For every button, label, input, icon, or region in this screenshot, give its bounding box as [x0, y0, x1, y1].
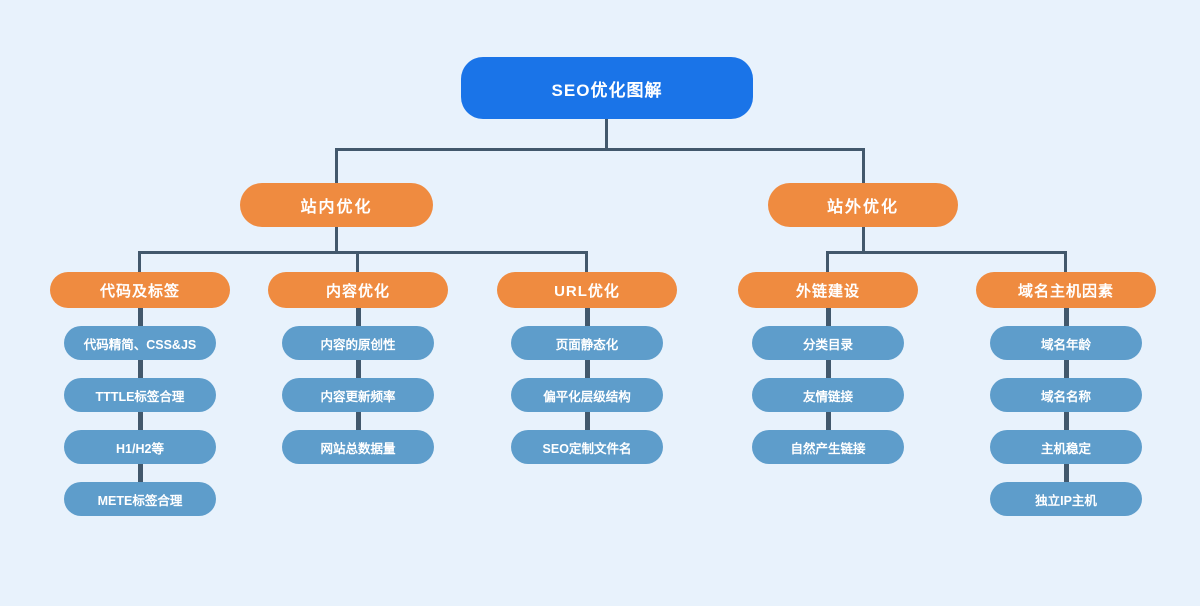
tree-item: SEO定制文件名 — [511, 430, 663, 464]
tree-item: 代码精简、CSS&JS — [64, 326, 216, 360]
root-node: SEO优化图解 — [461, 57, 753, 119]
tree-item: TTTLE标签合理 — [64, 378, 216, 412]
branch-node-onsite: 站内优化 — [240, 183, 433, 227]
tree-item: 网站总数据量 — [282, 430, 434, 464]
connector-drop-offsite — [862, 148, 865, 183]
group-header-domain-host: 域名主机因素 — [976, 272, 1156, 308]
tree-item: 自然产生链接 — [752, 430, 904, 464]
connector-item-link — [584, 308, 590, 326]
connector-item-link — [137, 412, 143, 430]
group-header-content: 内容优化 — [268, 272, 448, 308]
connector-offsite-vertical — [862, 227, 865, 254]
connector-onsite-bus — [138, 251, 588, 254]
tree-column-domain-host: 域名主机因素 域名年龄 域名名称 主机稳定 独立IP主机 — [956, 272, 1176, 516]
connector-item-link — [825, 412, 831, 430]
connector-drop-backlinks — [826, 251, 829, 272]
connector-item-link — [584, 412, 590, 430]
connector-item-link — [355, 412, 361, 430]
tree-item: 友情链接 — [752, 378, 904, 412]
tree-item: 内容更新频率 — [282, 378, 434, 412]
connector-item-link — [137, 308, 143, 326]
connector-drop-onsite — [335, 148, 338, 183]
connector-drop-domain-host — [1064, 251, 1067, 272]
connector-onsite-vertical — [335, 227, 338, 254]
connector-item-link — [137, 360, 143, 378]
connector-root-vertical — [605, 119, 608, 150]
connector-item-link — [825, 360, 831, 378]
connector-item-link — [355, 360, 361, 378]
group-header-code-tags: 代码及标签 — [50, 272, 230, 308]
tree-column-content: 内容优化 内容的原创性 内容更新频率 网站总数据量 — [248, 272, 468, 464]
tree-item: 页面静态化 — [511, 326, 663, 360]
connector-offsite-bus — [826, 251, 1066, 254]
tree-item: 主机稳定 — [990, 430, 1142, 464]
group-header-backlinks: 外链建设 — [738, 272, 918, 308]
tree-item: METE标签合理 — [64, 482, 216, 516]
tree-item: 域名年龄 — [990, 326, 1142, 360]
tree-column-backlinks: 外链建设 分类目录 友情链接 自然产生链接 — [718, 272, 938, 464]
connector-drop-url — [585, 251, 588, 272]
connector-item-link — [825, 308, 831, 326]
connector-level1-bus — [335, 148, 865, 151]
connector-drop-code-tags — [138, 251, 141, 272]
connector-item-link — [1063, 412, 1069, 430]
connector-item-link — [1063, 464, 1069, 482]
tree-item: 偏平化层级结构 — [511, 378, 663, 412]
tree-item: 独立IP主机 — [990, 482, 1142, 516]
connector-item-link — [584, 360, 590, 378]
connector-item-link — [355, 308, 361, 326]
connector-item-link — [137, 464, 143, 482]
tree-item: 域名名称 — [990, 378, 1142, 412]
tree-item: H1/H2等 — [64, 430, 216, 464]
tree-column-url: URL优化 页面静态化 偏平化层级结构 SEO定制文件名 — [477, 272, 697, 464]
tree-column-code-tags: 代码及标签 代码精简、CSS&JS TTTLE标签合理 H1/H2等 METE标… — [30, 272, 250, 516]
tree-item: 内容的原创性 — [282, 326, 434, 360]
group-header-url: URL优化 — [497, 272, 677, 308]
connector-drop-content — [356, 251, 359, 272]
connector-item-link — [1063, 360, 1069, 378]
tree-item: 分类目录 — [752, 326, 904, 360]
connector-item-link — [1063, 308, 1069, 326]
branch-node-offsite: 站外优化 — [768, 183, 958, 227]
